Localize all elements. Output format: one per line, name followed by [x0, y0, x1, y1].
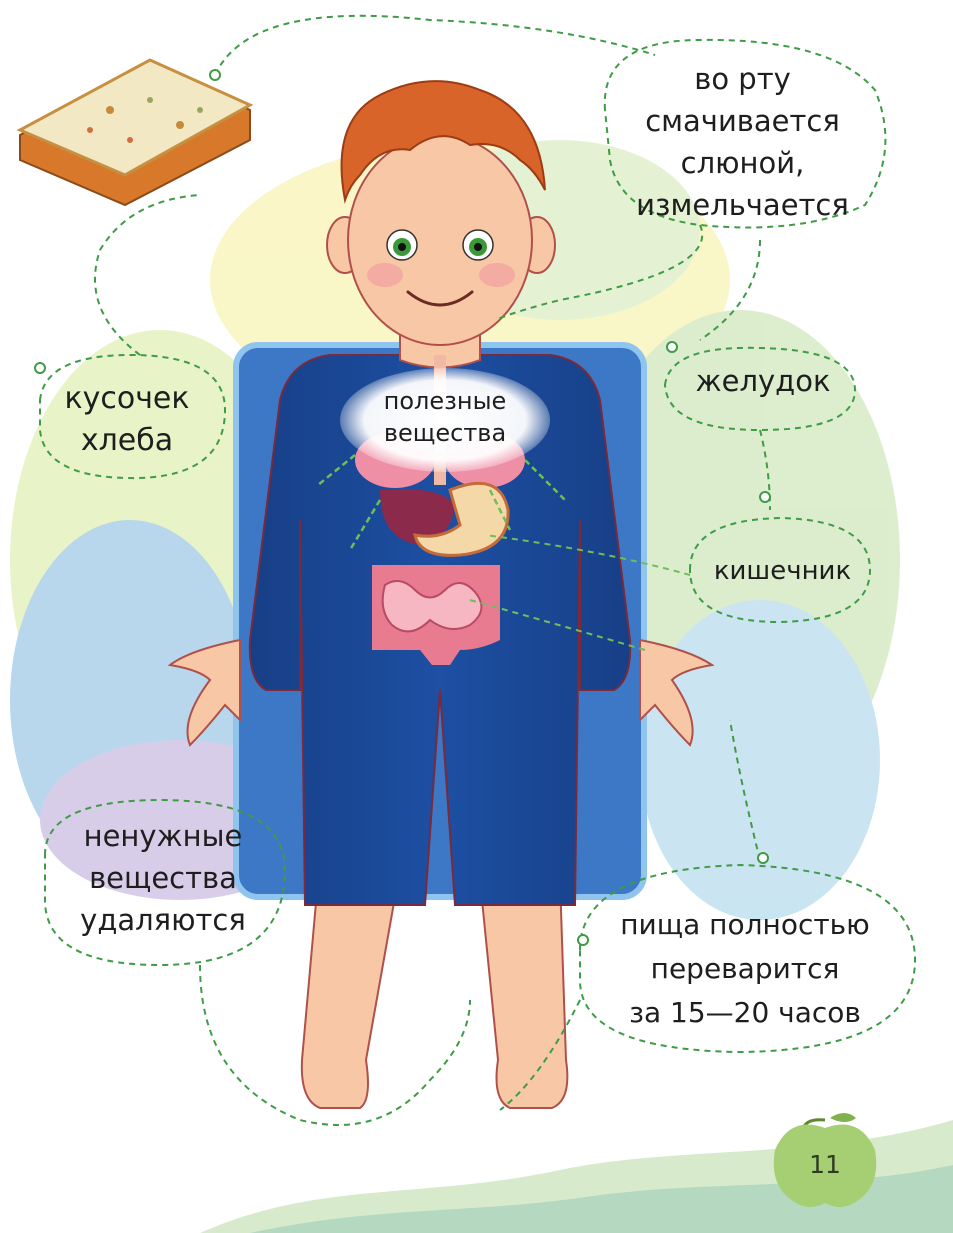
label-waste-line: вещества — [48, 857, 278, 899]
legs — [302, 880, 568, 1108]
label-mouth-line: смачивается — [615, 100, 870, 142]
label-mouth: во рту смачивается слюной, измельчается — [615, 58, 870, 226]
label-nutrients-line: вещества — [360, 417, 530, 449]
label-bread-line: кусочек — [52, 378, 202, 420]
label-nutrients: полезные вещества — [360, 385, 530, 449]
label-digestion-line: за 15—20 часов — [595, 991, 895, 1035]
face — [348, 135, 532, 345]
label-intestine: кишечник — [700, 556, 865, 587]
label-stomach: желудок — [678, 364, 848, 399]
label-waste-line: ненужные — [48, 815, 278, 857]
label-bread: кусочек хлеба — [52, 378, 202, 462]
label-waste: ненужные вещества удаляются — [48, 815, 278, 941]
label-digestion-line: пища полностью — [595, 903, 895, 947]
label-nutrients-line: полезные — [360, 385, 530, 417]
label-digestion-line: переварится — [595, 947, 895, 991]
label-mouth-line: во рту — [615, 58, 870, 100]
page-number: 11 — [785, 1150, 865, 1179]
label-mouth-line: измельчается — [615, 184, 870, 226]
label-mouth-line: слюной, — [615, 142, 870, 184]
label-digestion-time: пища полностью переварится за 15—20 часо… — [595, 903, 895, 1035]
label-bread-line: хлеба — [52, 420, 202, 462]
label-waste-line: удаляются — [48, 899, 278, 941]
bread-slice-icon — [20, 60, 250, 205]
